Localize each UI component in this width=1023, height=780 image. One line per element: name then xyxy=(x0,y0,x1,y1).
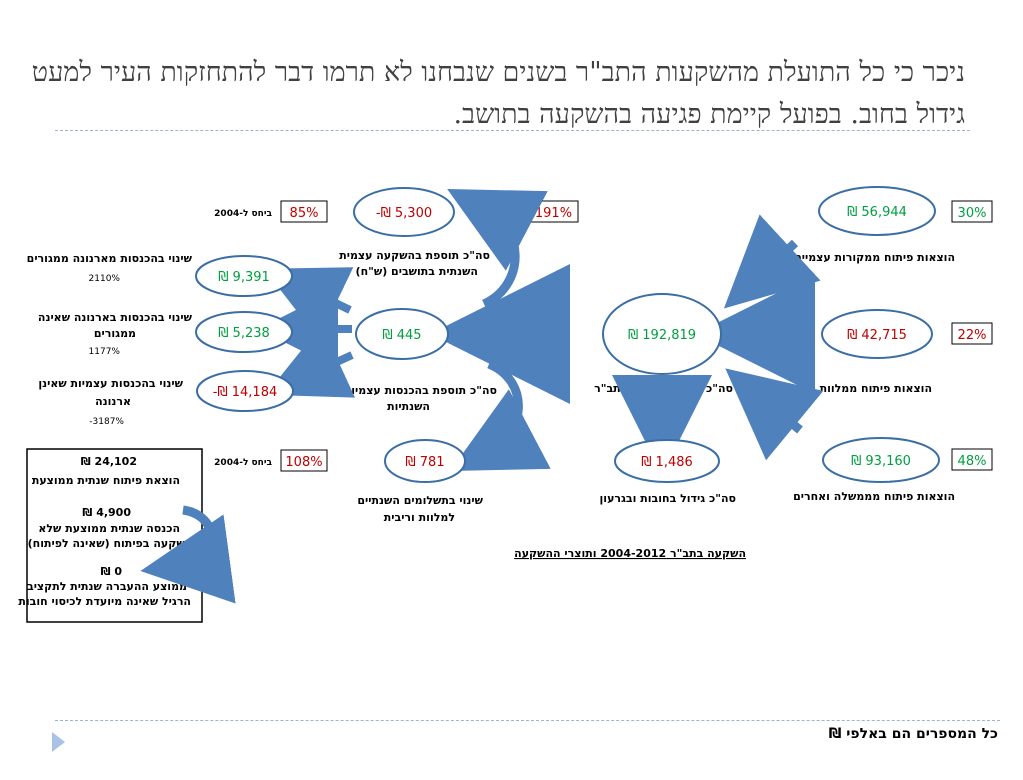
nonresidential-tax-label-1: שינוי בהכנסות בארנונה שאינה xyxy=(38,311,193,324)
source-own-percent-box xyxy=(951,200,993,223)
payments-ellipse xyxy=(384,439,466,483)
footer-note: כל המספרים הם באלפי ₪ xyxy=(828,726,998,742)
residential-tax-ellipse xyxy=(195,255,293,297)
footer-divider xyxy=(55,720,1000,721)
other-income-percent: -3187% xyxy=(89,417,124,427)
resident-investment-vs-box xyxy=(280,200,328,223)
title-divider xyxy=(55,130,970,131)
summary-unused-income-label-2: הושקעה בפיתוח (שאינה לפיתוח) xyxy=(28,537,196,550)
debt-value: ₪ 1,486 xyxy=(641,455,693,470)
summary-unused-income-value: ₪ 4,900 xyxy=(82,506,131,519)
source-gov-percent-box xyxy=(951,448,993,471)
nonresidential-tax-percent: 1177% xyxy=(89,347,121,357)
source-own-ellipse xyxy=(818,186,936,236)
payments-label-2: למלוות וריבית xyxy=(384,511,455,524)
summary-unused-income-label-1: הכנסה שנתית ממוצעת שלא xyxy=(38,522,180,535)
self-income-ellipse xyxy=(355,308,449,360)
nonresidential-tax-ellipse xyxy=(195,311,293,353)
source-loans-value: ₪ 42,715 xyxy=(847,328,907,343)
other-income-ellipse xyxy=(196,370,294,412)
other-income-label-2: ארנונה xyxy=(95,395,131,408)
source-own-percent: 30% xyxy=(958,206,987,221)
resident-investment-label-2: השנתית בתושבים (ש"ח) xyxy=(356,265,478,278)
source-loans-percent-box xyxy=(951,322,993,345)
residential-tax-value: ₪ 9,391 xyxy=(218,270,270,285)
other-income-value: -₪ 14,184 xyxy=(213,385,278,400)
debt-label: סה"כ גידול בחובות ובגרעון xyxy=(600,492,736,505)
resident-investment-vs-label: ביחס ל-2004 xyxy=(214,209,272,219)
payments-vs-box xyxy=(280,449,328,472)
source-gov-percent: 48% xyxy=(958,454,987,469)
summary-transfer-label-2: הרגיל שאינה מיועדת לכיסוי חובות xyxy=(18,595,191,608)
payments-vs-label: ביחס ל-2004 xyxy=(214,458,272,468)
resident-investment-percent: -1191% xyxy=(522,206,572,221)
residential-tax-label: שינוי בהכנסות מארנונה ממגורים xyxy=(27,252,193,265)
summary-avg-spend-value: ₪ 24,102 xyxy=(81,455,137,468)
payments-label-1: שינוי בתשלומים השנתיים xyxy=(357,494,483,507)
residential-tax-percent: 2110% xyxy=(89,274,121,284)
summary-avg-spend-label: הוצאת פיתוח שנתית ממוצעת xyxy=(32,474,180,487)
other-income-label-1: שינוי בהכנסות עצמיות שאינן xyxy=(38,377,183,390)
summary-transfer-label-1: ממוצע ההעברה שנתית לתקציב xyxy=(27,580,187,593)
resident-investment-value: -₪ 5,300 xyxy=(376,206,432,221)
curved-arrow-to-resident-investment xyxy=(447,188,548,309)
self-income-label-2: השנתיות xyxy=(387,400,430,413)
payments-vs-value: 108% xyxy=(285,455,322,470)
payments-value: ₪ 781 xyxy=(405,455,444,470)
source-gov-value: ₪ 93,160 xyxy=(851,454,911,469)
arrow-own-to-total xyxy=(723,214,821,309)
arrow-to-other-income xyxy=(265,324,356,398)
source-loans-percent: 22% xyxy=(958,328,987,343)
source-own-label: הוצאות פיתוח ממקורות עצמיים xyxy=(794,251,955,264)
source-gov-label: הוצאות פיתוח מממשלה ואחרים xyxy=(793,490,955,503)
source-loans-label: הוצאות פיתוח ממלוות xyxy=(820,382,932,395)
nonresidential-tax-value: ₪ 5,238 xyxy=(218,326,270,341)
arrow-gov-to-total xyxy=(725,368,824,461)
total-value: ₪ 192,819 xyxy=(628,328,696,343)
slide-title: ניכר כי כל התועלת מהשקעות התב"ר בשנים שנ… xyxy=(31,57,965,130)
summary-transfer-value: ₪ 0 xyxy=(101,565,123,578)
curved-arrow-to-payments xyxy=(450,359,551,471)
arrow-to-residential-tax xyxy=(263,267,354,340)
summary-curved-arrow xyxy=(140,505,236,604)
total-ellipse xyxy=(602,293,722,375)
resident-investment-vs-value: 85% xyxy=(290,206,319,221)
nonresidential-tax-label-2: ממגורים xyxy=(94,327,136,340)
slide-bullet-icon xyxy=(52,732,65,752)
self-income-value: ₪ 445 xyxy=(382,328,421,343)
source-loans-ellipse xyxy=(821,309,933,359)
self-income-label-1: סה"כ תוספת בהכנסות עצמיות xyxy=(344,384,497,397)
debt-ellipse xyxy=(614,439,720,483)
source-own-value: ₪ 56,944 xyxy=(847,205,907,220)
resident-investment-label-1: סה"כ תוספת בהשקעה עצמית xyxy=(339,249,490,262)
diagram-caption: השקעה בתב"ר 2004-2012 ותוצרי ההשקעה xyxy=(514,547,746,560)
